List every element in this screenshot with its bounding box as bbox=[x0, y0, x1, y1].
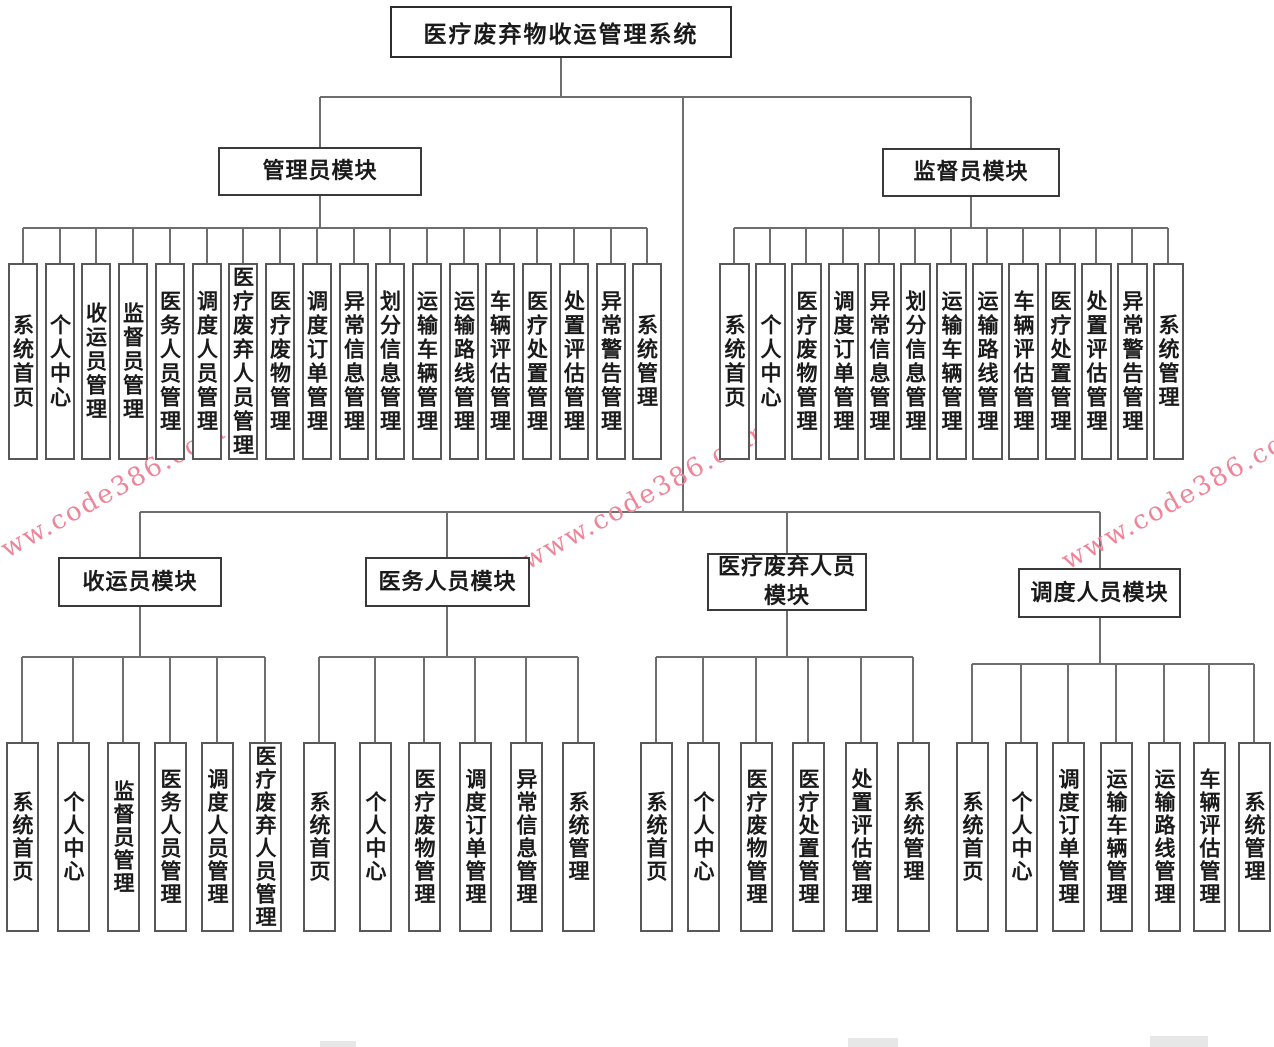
leaf-node: 监督员管理 bbox=[118, 263, 148, 460]
module-box-collector: 收运员模块 bbox=[58, 557, 222, 607]
bottom-edge-artifact bbox=[848, 1038, 898, 1047]
leaf-node: 医务人员管理 bbox=[155, 263, 185, 460]
leaf-node: 医疗废物管理 bbox=[265, 263, 295, 460]
leaf-node: 医疗废物管理 bbox=[791, 263, 822, 460]
leaf-node: 个人中心 bbox=[45, 263, 75, 460]
leaf-node: 系统管理 bbox=[897, 742, 930, 932]
leaf-node: 医疗处置管理 bbox=[1045, 263, 1076, 460]
leaf-node: 医疗废物管理 bbox=[740, 742, 773, 932]
leaf-node: 车辆评估管理 bbox=[1008, 263, 1039, 460]
module-box-medical: 医务人员模块 bbox=[365, 557, 530, 607]
leaf-node: 划分信息管理 bbox=[375, 263, 405, 460]
leaf-node: 系统首页 bbox=[719, 263, 750, 460]
leaf-node: 异常信息管理 bbox=[864, 263, 895, 460]
leaf-node: 调度人员管理 bbox=[201, 742, 234, 932]
leaf-node: 车辆评估管理 bbox=[1193, 742, 1226, 932]
bottom-edge-artifact bbox=[320, 1041, 356, 1047]
root-node: 医疗废弃物收运管理系统 bbox=[390, 6, 732, 58]
leaf-node: 运输路线管理 bbox=[1148, 742, 1181, 932]
leaf-node: 调度订单管理 bbox=[459, 742, 492, 932]
leaf-node: 处置评估管理 bbox=[1081, 263, 1112, 460]
leaf-node: 系统管理 bbox=[632, 263, 662, 460]
module-box-waste: 医疗废弃人员模块 bbox=[707, 553, 867, 611]
bottom-edge-artifact bbox=[1150, 1036, 1208, 1047]
leaf-node: 个人中心 bbox=[755, 263, 786, 460]
leaf-node: 划分信息管理 bbox=[900, 263, 931, 460]
leaf-node: 运输路线管理 bbox=[972, 263, 1003, 460]
leaf-node: 调度订单管理 bbox=[828, 263, 859, 460]
leaf-node: 监督员管理 bbox=[107, 742, 140, 932]
leaf-node: 处置评估管理 bbox=[845, 742, 878, 932]
leaf-node: 运输路线管理 bbox=[449, 263, 479, 460]
leaf-node: 医疗废弃人员管理 bbox=[249, 742, 282, 932]
leaf-node: 医疗处置管理 bbox=[792, 742, 825, 932]
leaf-node: 处置评估管理 bbox=[559, 263, 589, 460]
leaf-node: 运输车辆管理 bbox=[1100, 742, 1133, 932]
leaf-node: 医疗废弃人员管理 bbox=[228, 263, 258, 460]
leaf-node: 医疗废物管理 bbox=[408, 742, 441, 932]
leaf-node: 系统首页 bbox=[303, 742, 336, 932]
leaf-node: 车辆评估管理 bbox=[485, 263, 515, 460]
leaf-node: 系统管理 bbox=[1153, 263, 1184, 460]
module-box-supervisor: 监督员模块 bbox=[882, 148, 1060, 197]
leaf-node: 运输车辆管理 bbox=[412, 263, 442, 460]
leaf-node: 系统管理 bbox=[562, 742, 595, 932]
leaf-node: 个人中心 bbox=[687, 742, 720, 932]
leaf-node: 异常警告管理 bbox=[596, 263, 626, 460]
leaf-node: 异常警告管理 bbox=[1117, 263, 1148, 460]
leaf-node: 调度人员管理 bbox=[192, 263, 222, 460]
module-box-dispatch: 调度人员模块 bbox=[1018, 568, 1181, 618]
leaf-node: 个人中心 bbox=[359, 742, 392, 932]
leaf-node: 调度订单管理 bbox=[1052, 742, 1085, 932]
leaf-node: 运输车辆管理 bbox=[936, 263, 967, 460]
leaf-node: 异常信息管理 bbox=[510, 742, 543, 932]
leaf-node: 系统首页 bbox=[6, 742, 39, 932]
leaf-node: 系统首页 bbox=[8, 263, 38, 460]
leaf-node: 系统首页 bbox=[956, 742, 989, 932]
module-box-admin: 管理员模块 bbox=[218, 147, 422, 196]
leaf-node: 个人中心 bbox=[1005, 742, 1038, 932]
leaf-node: 个人中心 bbox=[57, 742, 90, 932]
leaf-node: 医疗处置管理 bbox=[522, 263, 552, 460]
leaf-node: 系统首页 bbox=[640, 742, 673, 932]
leaf-node: 医务人员管理 bbox=[154, 742, 187, 932]
leaf-node: 系统管理 bbox=[1238, 742, 1271, 932]
leaf-node: 收运员管理 bbox=[81, 263, 111, 460]
leaf-node: 异常信息管理 bbox=[339, 263, 369, 460]
leaf-node: 调度订单管理 bbox=[302, 263, 332, 460]
